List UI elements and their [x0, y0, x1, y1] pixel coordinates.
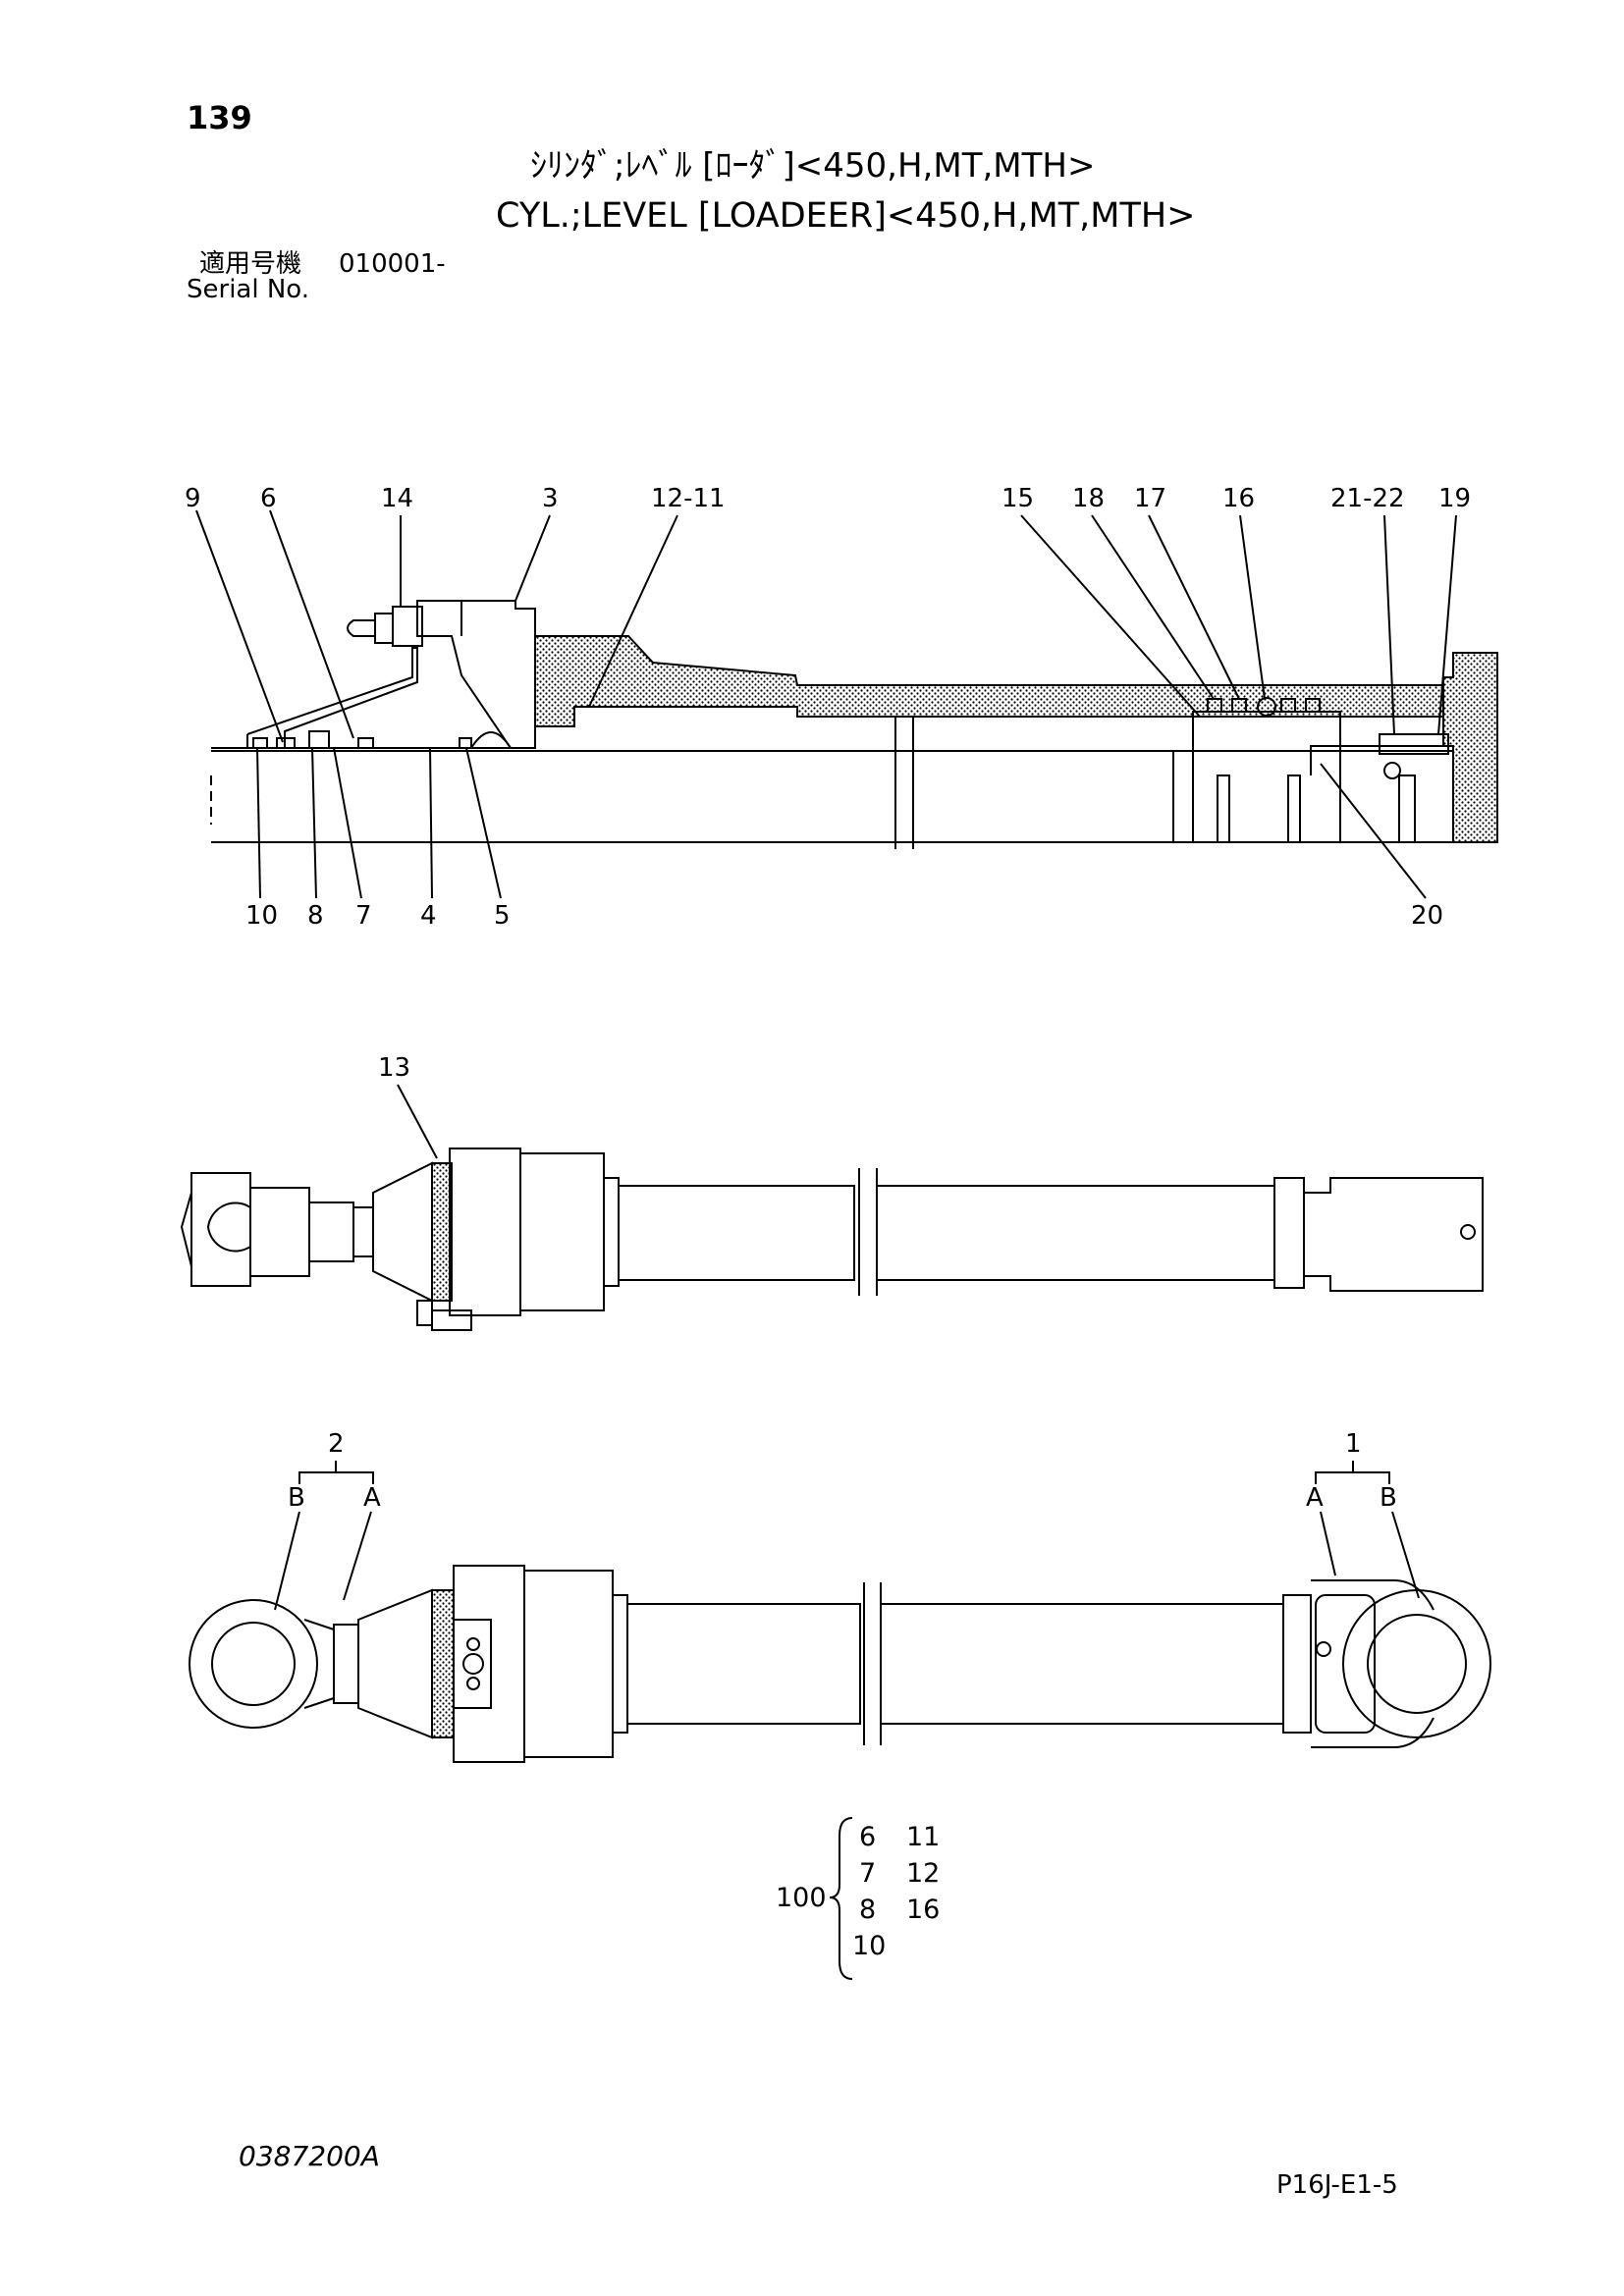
- seal-kit-part: 16: [906, 1895, 941, 1925]
- assembly-view-side: [180, 1084, 1484, 1331]
- title-japanese: ｼﾘﾝﾀﾞ;ﾚﾍﾞﾙ [ﾛｰﾀﾞ]<450,H,MT,MTH>: [530, 146, 1096, 186]
- seal-kit-part: 7: [859, 1858, 877, 1889]
- title-english: CYL.;LEVEL [LOADEER]<450,H,MT,MTH>: [496, 196, 1196, 236]
- serial-value: 010001-: [339, 249, 446, 279]
- label-19: 19: [1438, 484, 1472, 513]
- label-4: 4: [420, 901, 437, 931]
- seal-kit-part: 6: [859, 1822, 877, 1852]
- page-reference: P16J-E1-5: [1276, 2170, 1398, 2200]
- label-8: 8: [307, 901, 324, 931]
- seal-kit-part: 10: [852, 1931, 887, 1961]
- label-13: 13: [378, 1053, 411, 1083]
- label-14: 14: [381, 484, 414, 513]
- seal-kit-part: 12: [906, 1858, 941, 1889]
- seal-kit-part: 11: [906, 1822, 941, 1852]
- label-18: 18: [1072, 484, 1106, 513]
- label-21-22: 21-22: [1330, 484, 1405, 513]
- seal-kit-brace: [829, 1817, 853, 1980]
- document-code: 0387200A: [239, 2140, 380, 2172]
- label-12-11: 12-11: [651, 484, 726, 513]
- label-a-right: A: [1306, 1483, 1324, 1513]
- label-b-right: B: [1380, 1483, 1397, 1513]
- label-6: 6: [260, 484, 277, 513]
- label-1: 1: [1345, 1429, 1362, 1459]
- label-2: 2: [328, 1429, 345, 1459]
- seal-kit-part: 8: [859, 1895, 877, 1925]
- label-5: 5: [494, 901, 511, 931]
- label-17: 17: [1134, 484, 1167, 513]
- serial-label-english: Serial No.: [187, 275, 309, 304]
- label-20: 20: [1411, 901, 1444, 931]
- assembly-view-full: [189, 1461, 1491, 1763]
- label-a-left: A: [363, 1483, 381, 1513]
- label-10: 10: [245, 901, 279, 931]
- label-16: 16: [1222, 484, 1256, 513]
- label-3: 3: [542, 484, 559, 513]
- section-view: [195, 509, 1498, 899]
- label-15: 15: [1001, 484, 1035, 513]
- seal-kit-number: 100: [776, 1883, 827, 1913]
- page-number: 139: [187, 99, 252, 136]
- label-7: 7: [355, 901, 372, 931]
- serial-label-japanese: 適用号機: [199, 249, 302, 279]
- label-b-left: B: [288, 1483, 305, 1513]
- label-9: 9: [185, 484, 201, 513]
